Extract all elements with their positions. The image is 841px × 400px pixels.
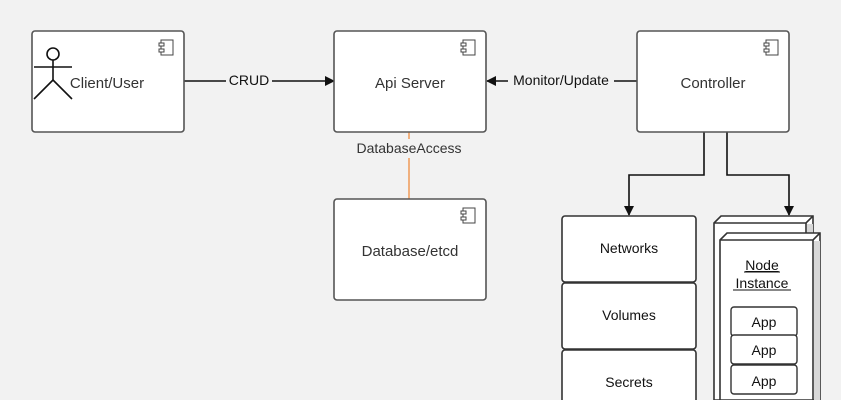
uml-component-icon [460, 39, 476, 56]
node-instance[interactable]: Node Instance App App App [713, 215, 821, 400]
resource-networks[interactable]: Networks [561, 215, 697, 283]
app-box[interactable]: App [730, 364, 798, 395]
edge-crud: CRUD [184, 71, 335, 89]
app-label: App [752, 314, 777, 330]
edge-label-monitor-update: Monitor/Update [513, 72, 609, 88]
node-instance-title-line1: Node [745, 257, 779, 273]
stick-figure-actor-icon [33, 47, 73, 100]
edge-label-crud: CRUD [229, 72, 269, 88]
client-user-component[interactable]: Client/User [31, 30, 185, 133]
controller-label: Controller [680, 75, 745, 92]
app-label: App [752, 342, 777, 358]
uml-component-icon [158, 39, 174, 56]
client-user-label: Client/User [70, 75, 144, 92]
resource-secrets-label: Secrets [605, 374, 652, 390]
resource-volumes[interactable]: Volumes [561, 282, 697, 350]
edge-label-database-access: DatabaseAccess [356, 140, 461, 156]
resource-secrets[interactable]: Secrets [561, 349, 697, 400]
edge-controller-to-node [726, 132, 794, 216]
edge-monitor-update: Monitor/Update [486, 71, 637, 89]
uml-component-icon [763, 39, 779, 56]
app-label: App [752, 373, 777, 389]
controller-component[interactable]: Controller [636, 30, 790, 133]
api-server-label: Api Server [375, 75, 445, 92]
app-box[interactable]: App [730, 334, 798, 365]
resource-networks-label: Networks [600, 240, 658, 256]
edge-database-access: DatabaseAccess [348, 132, 470, 199]
resource-volumes-label: Volumes [602, 307, 656, 323]
database-component[interactable]: Database/etcd [333, 198, 487, 301]
edge-controller-to-resources [624, 132, 705, 216]
app-box[interactable]: App [730, 306, 798, 337]
uml-component-icon [460, 207, 476, 224]
node-instance-title-line2: Instance [736, 275, 789, 291]
database-label: Database/etcd [362, 243, 459, 260]
api-server-component[interactable]: Api Server [333, 30, 487, 133]
